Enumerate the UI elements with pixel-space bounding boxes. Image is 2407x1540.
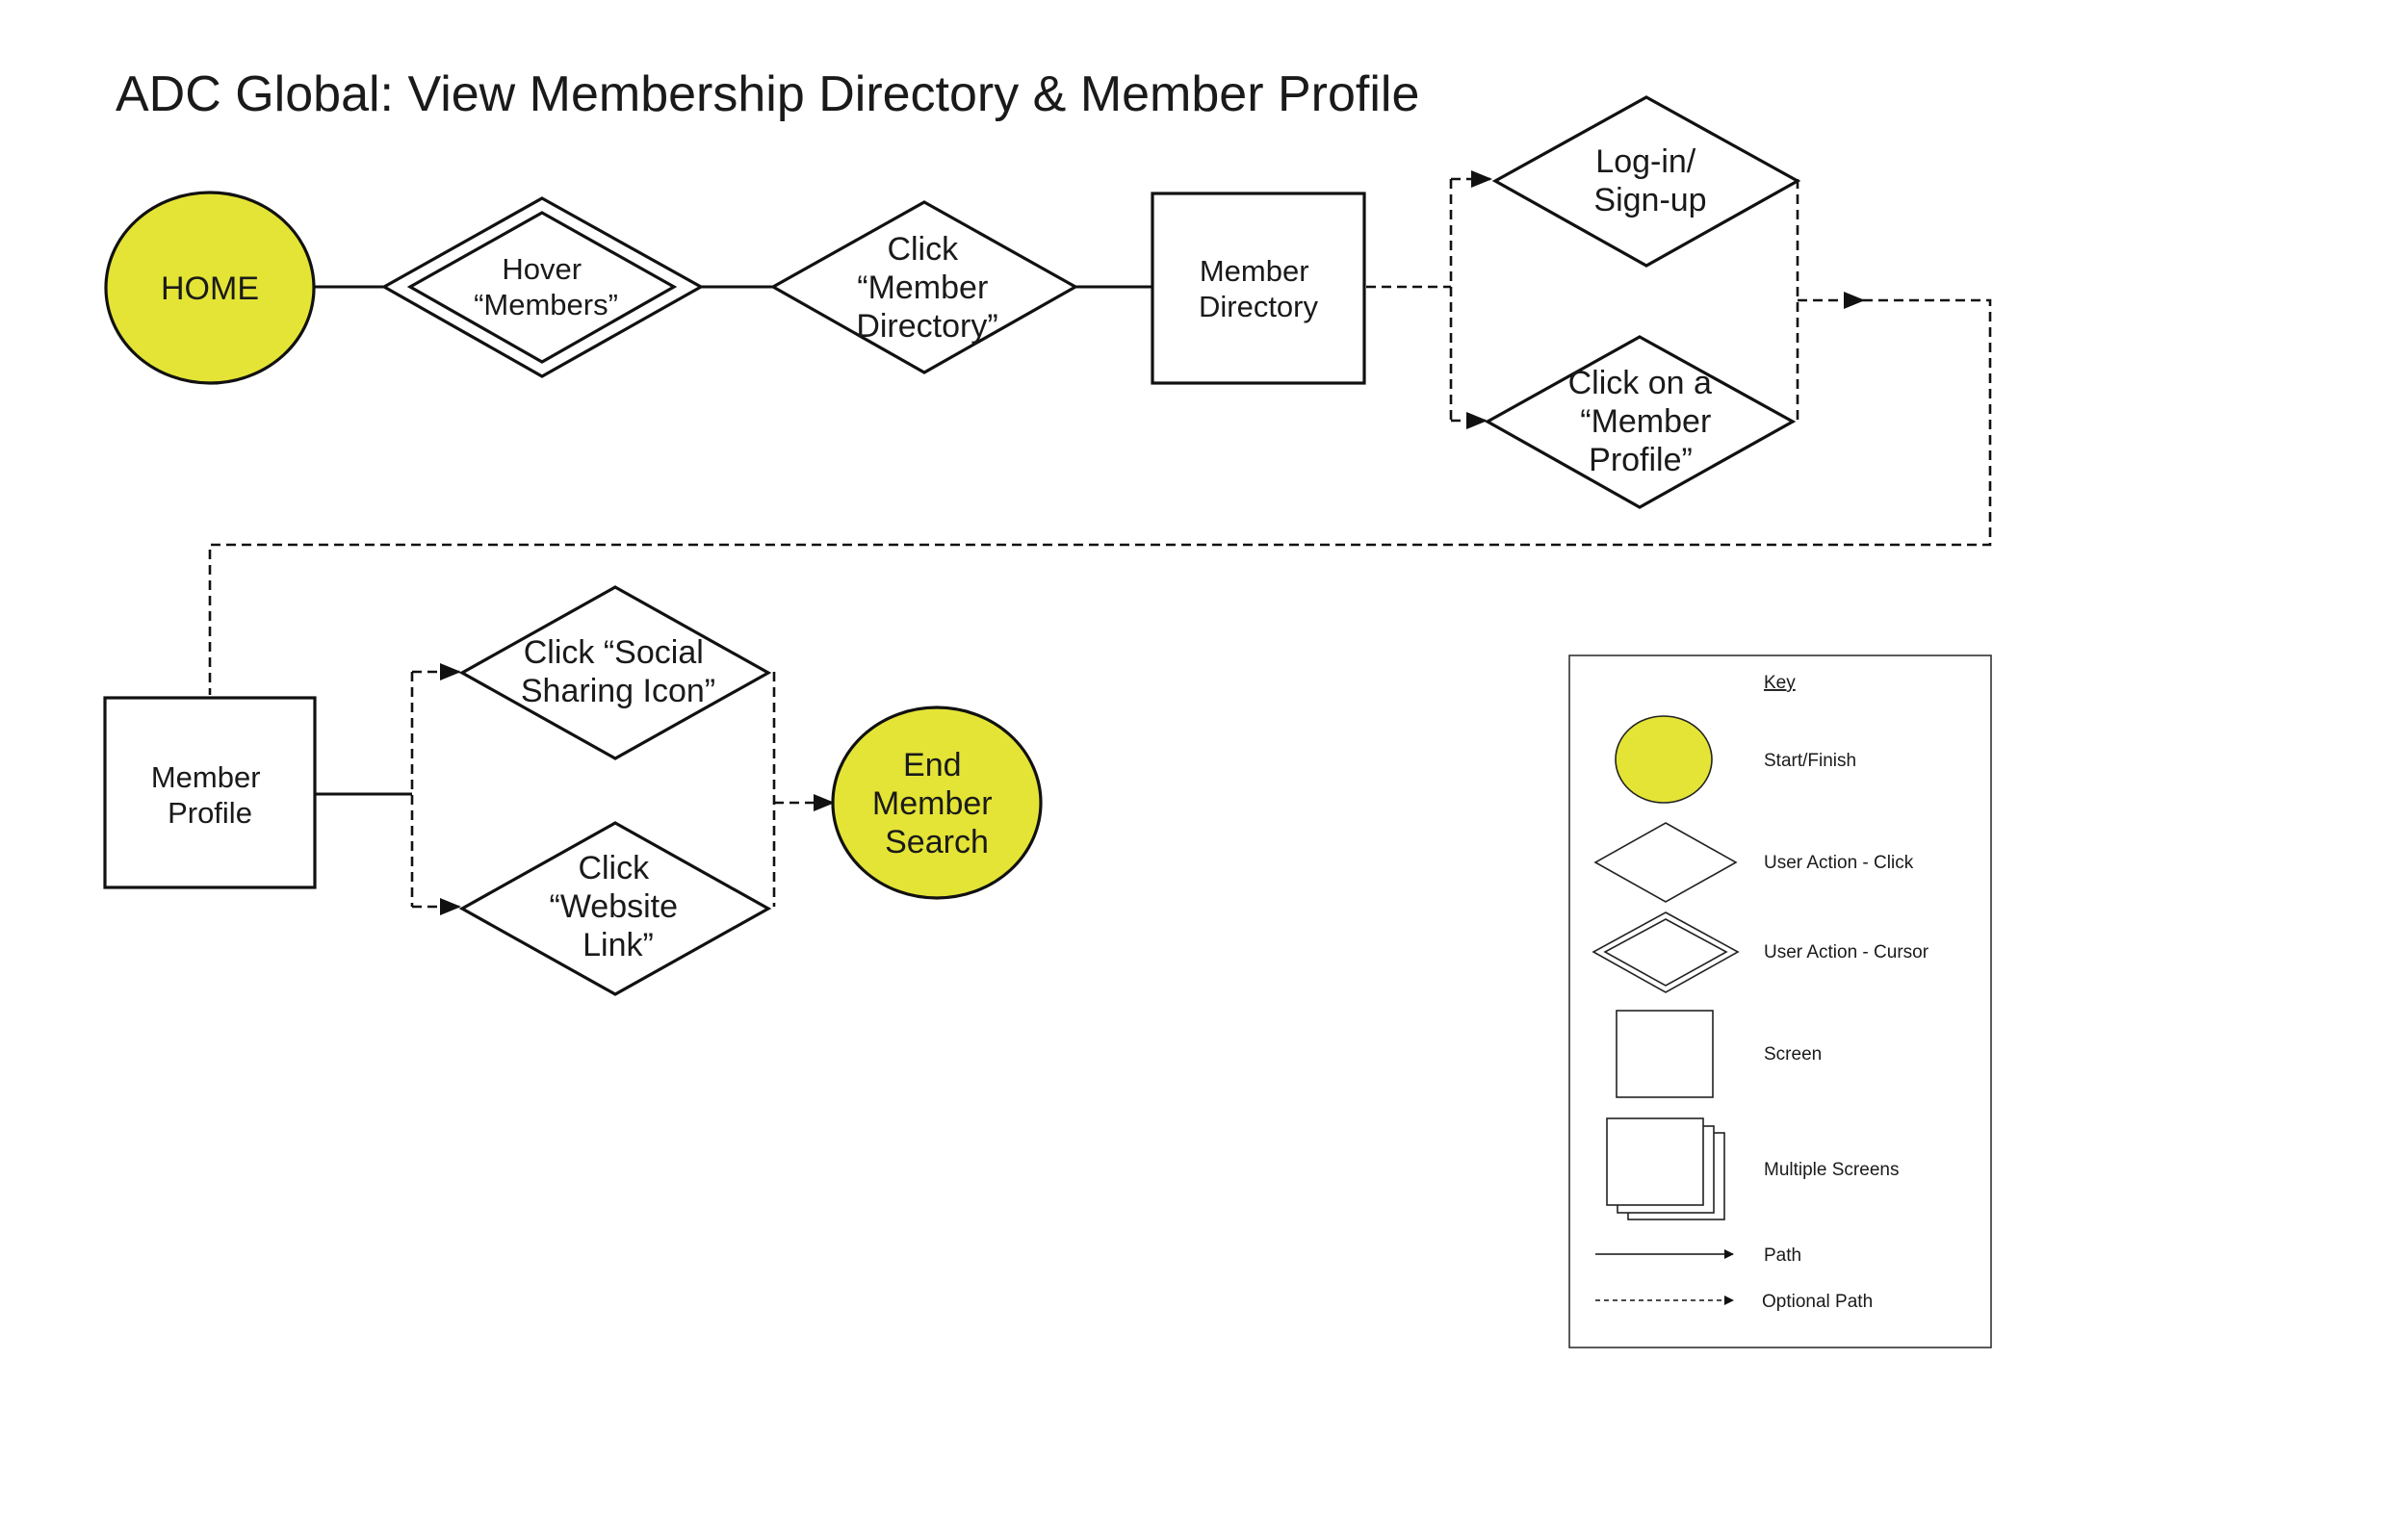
screen-box [103, 696, 317, 889]
node-home-label: HOME [161, 270, 259, 307]
nodes: HOME Hover “Members” Click “Member Direc… [103, 95, 1801, 996]
click-diamond [1491, 95, 1801, 268]
node-member-profile-label: Member Profile [151, 760, 269, 830]
node-click-member-directory-label: Click “Member Directory” [856, 231, 997, 345]
legend-path-label: Path [1764, 1245, 1801, 1266]
node-home: HOME [104, 191, 316, 385]
edge-to-member-profile [208, 298, 1992, 695]
click-diamond [458, 821, 772, 996]
legend: Key Start/Finish User Action - Click Use… [1568, 654, 1992, 1348]
node-click-website-link-label: Click “Website Link” [550, 850, 687, 963]
legend-start-finish-swatch [1615, 715, 1713, 804]
legend-multiple-screens-label: Multiple Screens [1764, 1160, 1899, 1180]
legend-multiple-screens-front-icon [1606, 1117, 1704, 1206]
cursor-diamond-inner [406, 211, 678, 364]
click-diamond [769, 200, 1079, 374]
node-login-signup: Log-in/ Sign-up [1491, 95, 1801, 268]
node-hover-members: Hover “Members” [380, 196, 705, 378]
node-click-social-sharing-label: Click “Social Sharing Icon” [521, 634, 715, 709]
screen-box [1151, 192, 1366, 385]
legend-title: Key [1764, 673, 1796, 693]
start-finish-ellipse [831, 706, 1043, 900]
node-end-member-search: End Member Search [831, 706, 1043, 900]
legend-start-finish-label: Start/Finish [1764, 751, 1856, 771]
legend-optional-path-label: Optional Path [1762, 1292, 1873, 1312]
legend-cursor-diamond-inner-icon [1603, 918, 1728, 987]
legend-user-action-cursor-label: User Action - Cursor [1764, 942, 1929, 962]
node-login-signup-label: Log-in/ Sign-up [1593, 143, 1706, 218]
page-title: ADC Global: View Membership Directory & … [116, 66, 1419, 122]
node-click-member-profile: Click on a “Member Profile” [1484, 335, 1797, 509]
click-diamond [1484, 335, 1797, 509]
node-hover-members-label: Hover “Members” [474, 252, 618, 321]
node-member-profile: Member Profile [103, 696, 317, 889]
node-click-member-directory: Click “Member Directory” [769, 200, 1079, 374]
legend-user-action-click-label: User Action - Click [1764, 853, 1914, 873]
legend-click-diamond-icon [1593, 822, 1738, 903]
connectors [208, 170, 1992, 915]
node-click-member-profile-label: Click on a “Member Profile” [1568, 365, 1721, 478]
legend-screen-icon [1616, 1010, 1714, 1098]
click-diamond [458, 585, 772, 760]
node-member-directory-label: Member Directory [1199, 254, 1319, 323]
legend-screen-label: Screen [1764, 1044, 1822, 1065]
node-click-social-sharing: Click “Social Sharing Icon” [458, 585, 772, 760]
node-click-website-link: Click “Website Link” [458, 821, 772, 996]
node-end-member-search-label: End Member Search [872, 747, 1001, 860]
start-finish-ellipse [104, 191, 316, 385]
node-member-directory: Member Directory [1151, 192, 1366, 385]
